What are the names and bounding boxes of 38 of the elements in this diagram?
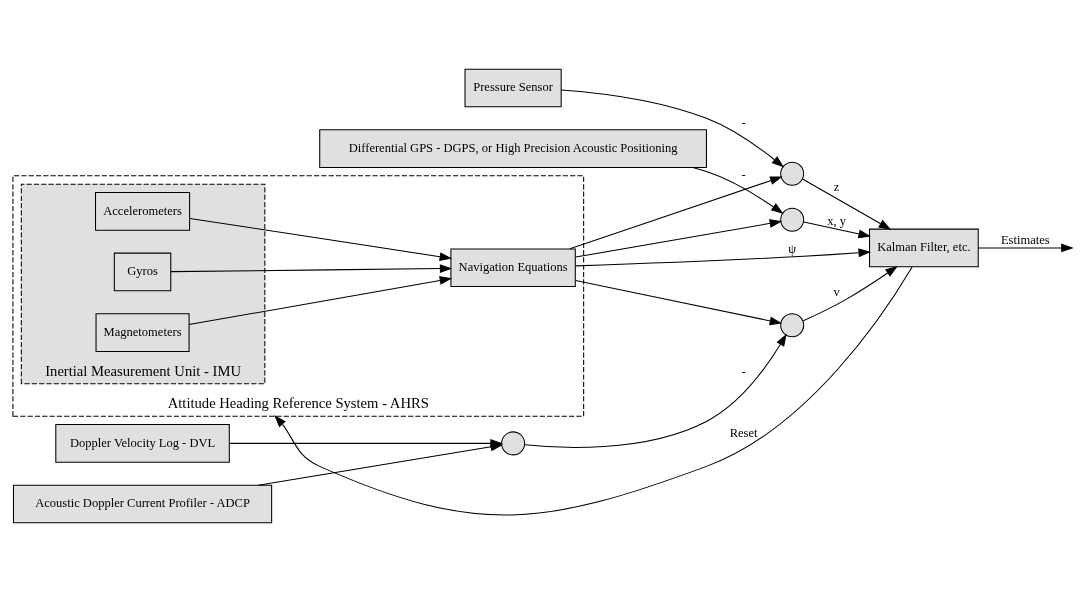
arrow <box>560 89 785 168</box>
arrow <box>803 221 871 239</box>
node-box: Accelerometers <box>95 192 191 231</box>
edge-label: - <box>741 365 746 380</box>
edge-label: - <box>741 167 746 182</box>
node-circle <box>780 313 805 338</box>
node-box: Kalman Filter, etc. <box>869 228 979 268</box>
edge-label: v <box>833 284 840 299</box>
edge-label: x, y <box>827 213 846 228</box>
edge-label: z <box>833 180 840 195</box>
arrow <box>692 166 784 214</box>
arrow <box>274 266 913 516</box>
node-box: Doppler Velocity Log - DVL <box>55 424 230 463</box>
arrow <box>170 264 453 273</box>
arrow <box>188 276 453 326</box>
arrow <box>575 280 783 326</box>
node-circle <box>501 431 526 456</box>
node-box: Gyros <box>113 252 172 292</box>
node-box: Navigation Equations <box>450 248 576 288</box>
arrow <box>189 217 453 262</box>
arrow <box>574 248 872 267</box>
node-box: Differential GPS - DGPS, or High Precision Acoustic Positioning <box>319 129 707 168</box>
arrow <box>569 176 783 250</box>
arrow <box>802 265 898 322</box>
edge-label: ψ <box>788 241 797 256</box>
arrow <box>575 219 783 258</box>
edge-label: - <box>741 116 746 131</box>
arrow <box>802 178 892 230</box>
edge-label: Estimates <box>1000 233 1050 248</box>
arrow <box>978 243 1074 253</box>
node-circle <box>780 161 805 186</box>
node-box: Pressure Sensor <box>464 68 562 108</box>
node-box: Acoustic Doppler Current Profiler - ADCP <box>12 484 273 524</box>
edge-label: Reset <box>729 425 758 440</box>
node-box: Magnetometers <box>95 313 190 352</box>
arrow <box>524 333 787 448</box>
node-circle <box>780 207 805 232</box>
arrow <box>257 442 504 486</box>
